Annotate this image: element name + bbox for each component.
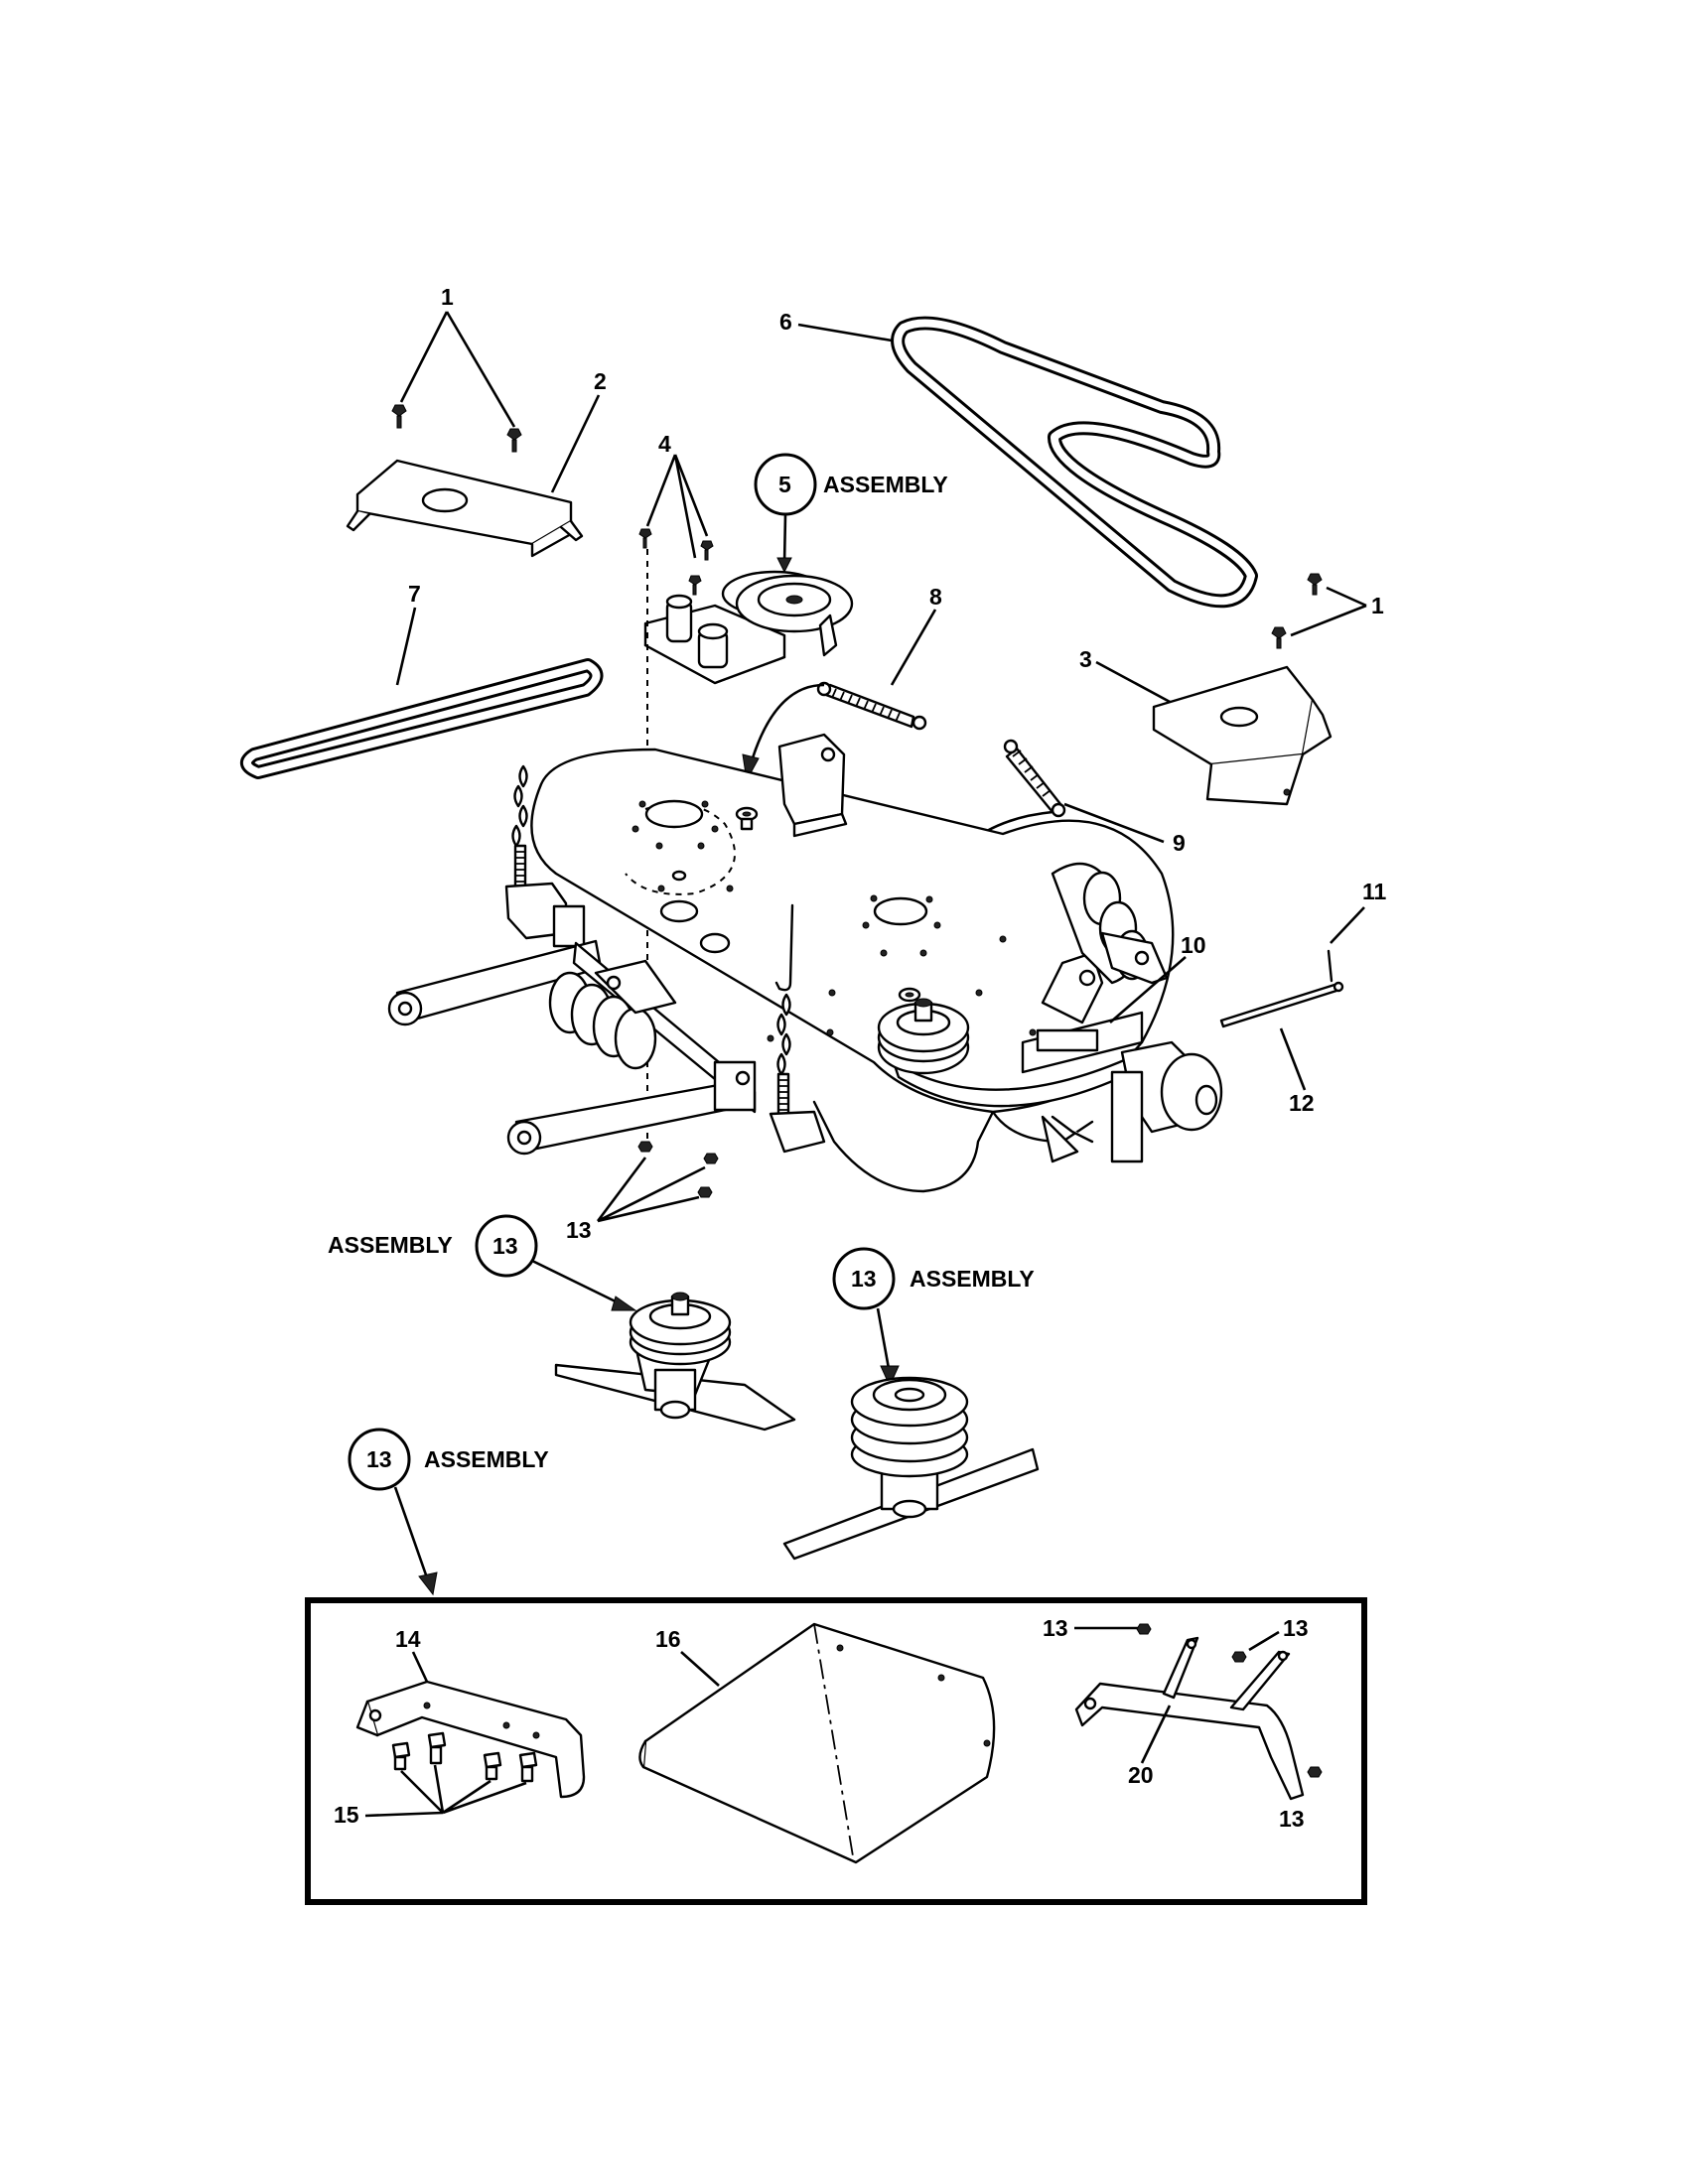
callout-10: 10	[1109, 932, 1206, 1024]
callout-8: 8	[890, 584, 942, 686]
callout-label: 13	[1283, 1615, 1309, 1641]
assembly-label-15: ASSEMBLY	[910, 1266, 1035, 1292]
callout-1-left: 1	[399, 284, 516, 428]
shield-part-2	[346, 459, 584, 558]
callout-label: 20	[1128, 1762, 1154, 1788]
callout-6: 6	[779, 309, 893, 342]
callout-15-assembly: 13 ASSEMBLY	[832, 1247, 1035, 1388]
cover-part-19	[638, 1622, 996, 1864]
idler-pulley-assembly-part-5	[643, 570, 854, 685]
callout-2: 2	[550, 368, 607, 493]
callout-9: 9	[1063, 802, 1186, 856]
callout-11: 11	[1330, 879, 1387, 944]
bracket-part-17	[355, 1680, 586, 1799]
callout-19: 16	[655, 1626, 720, 1687]
bolts-part-18	[391, 1731, 538, 1783]
deck-hanger-chains-and-arms	[387, 764, 826, 1156]
callout-label: 13	[1043, 1615, 1068, 1641]
spring-part-8	[742, 681, 927, 782]
bolts-part-4	[638, 528, 714, 596]
callout-label: 11	[1362, 879, 1387, 904]
spindle-assembly-part-14	[554, 1292, 796, 1432]
pin-part-11	[1327, 949, 1333, 983]
bolt-part-1-right	[1271, 573, 1323, 649]
callout-label: 6	[779, 309, 792, 335]
belt-part-7	[240, 658, 604, 779]
callout-label: 12	[1289, 1090, 1315, 1116]
callout-13-box-bottom: 13	[1279, 1766, 1323, 1832]
callout-label: 5	[778, 472, 791, 497]
assembly-label-5: ASSEMBLY	[823, 472, 948, 497]
callout-label: 7	[408, 581, 421, 607]
callout-14-assembly: ASSEMBLY 13	[328, 1214, 637, 1311]
assembly-label-16: ASSEMBLY	[424, 1446, 549, 1472]
callout-label: 13	[492, 1233, 518, 1259]
callout-label: 13	[566, 1217, 592, 1243]
callout-13-box-top: 13	[1043, 1615, 1152, 1641]
callout-label: 1	[441, 284, 454, 310]
callout-label: 9	[1173, 830, 1186, 856]
belt-part-6	[891, 316, 1258, 609]
assembly-label-14: ASSEMBLY	[328, 1232, 453, 1258]
bracket-part-20	[1074, 1636, 1305, 1801]
rod-part-12	[1219, 981, 1344, 1028]
callout-label: 4	[658, 431, 671, 457]
callout-label: 10	[1181, 932, 1206, 958]
callout-13-upper: 13	[566, 1157, 706, 1243]
callout-5-assembly: 5 ASSEMBLY	[754, 453, 948, 574]
callout-17: 14	[395, 1626, 429, 1683]
bolt-part-1	[391, 404, 522, 453]
shield-part-3	[1152, 665, 1333, 806]
callout-13-box-right: 13	[1231, 1615, 1309, 1663]
callout-1-right: 1	[1290, 586, 1384, 637]
assembly-16-kit-box	[305, 1597, 1367, 1905]
callout-20: 20	[1128, 1705, 1172, 1788]
callout-12: 12	[1279, 1027, 1315, 1116]
callout-4: 4	[645, 431, 709, 559]
spindle-assembly-part-15	[782, 1376, 1040, 1561]
callout-label: 13	[366, 1446, 392, 1472]
nuts-part-13	[637, 1141, 719, 1198]
mower-deck-housing	[530, 733, 1223, 1193]
callout-label: 3	[1079, 646, 1092, 672]
callout-label: 16	[655, 1626, 681, 1652]
callout-18: 15	[334, 1764, 527, 1828]
callout-3: 3	[1079, 646, 1173, 705]
callout-label: 13	[1279, 1806, 1305, 1832]
callout-label: 8	[929, 584, 942, 610]
callout-label: 14	[395, 1626, 421, 1652]
callout-16-assembly: 13 ASSEMBLY	[348, 1428, 549, 1596]
callout-label: 15	[334, 1802, 359, 1828]
callout-7: 7	[395, 581, 421, 686]
callout-label: 2	[594, 368, 607, 394]
callout-label: 1	[1371, 593, 1384, 618]
spring-anchor-washers	[735, 806, 921, 1003]
callout-label: 13	[851, 1266, 877, 1292]
